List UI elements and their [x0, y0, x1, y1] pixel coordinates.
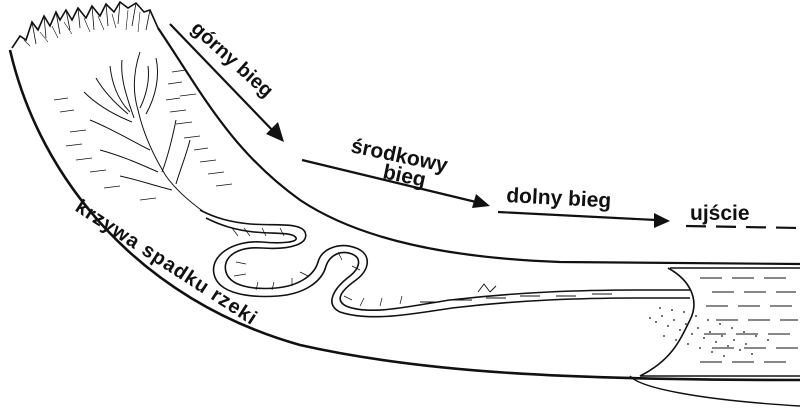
sediment-dots	[649, 307, 769, 357]
mountain-peaks	[12, 2, 158, 48]
profile-curve-label: krzywa spadku rzeki	[71, 196, 261, 330]
estuary-water	[700, 278, 798, 362]
land-surface-line	[158, 28, 800, 264]
tributary-streams	[84, 52, 204, 212]
lower-course-arrowhead	[654, 213, 670, 228]
middle-course-arrowhead	[472, 194, 490, 208]
lower-course-label: dolny bieg	[506, 184, 612, 212]
slope-hatching	[54, 70, 232, 200]
mouth-label: ujście	[690, 202, 750, 225]
lower-course-arrow	[498, 212, 656, 220]
mouth-dashed-line	[686, 226, 800, 228]
course-arrows	[170, 24, 800, 228]
profile-curve-line	[10, 50, 800, 380]
estuary-bay	[640, 268, 800, 376]
